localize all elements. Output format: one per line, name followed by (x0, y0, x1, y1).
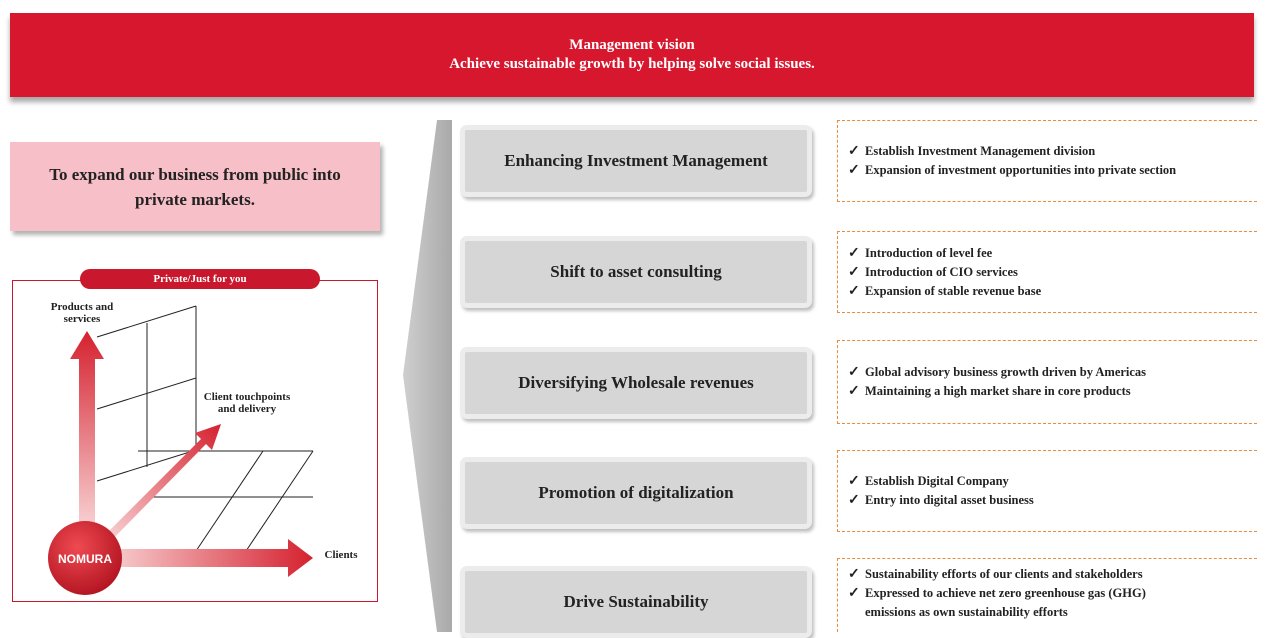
detail-wholesale: ✓Global advisory business growth driven … (837, 340, 1257, 424)
goal-box: To expand our business from public into … (10, 142, 380, 231)
check-icon: ✓ (848, 163, 860, 178)
list-item: ✓Sustainability efforts of our clients a… (848, 567, 1143, 582)
axis-label-products: Products and services (50, 301, 114, 325)
horizontal-axis-arrow (88, 539, 313, 577)
list-item: ✓Introduction of CIO services (848, 264, 1018, 280)
list-item: ✓Expansion of stable revenue base (848, 283, 1042, 299)
axis-label-touchpoints: Client touchpoints and delivery (203, 391, 291, 415)
pillar-digitalization: Promotion of digitalization (460, 457, 812, 529)
detail-asset-consulting: ✓Introduction of level fee ✓Introduction… (837, 231, 1257, 313)
list-item: ✓Entry into digital asset business (848, 493, 1034, 508)
pillar-investment-management: Enhancing Investment Management (460, 125, 812, 197)
axis-graphic: NOMURA (48, 305, 314, 595)
list-item: ✓Global advisory business growth driven … (848, 365, 1147, 380)
check-icon: ✓ (848, 567, 860, 582)
list-item: ✓Establish Digital Company (848, 474, 1009, 489)
list-item: ✓Establish Investment Management divisio… (848, 144, 1096, 159)
pillar-wholesale: Diversifying Wholesale revenues (460, 347, 812, 419)
check-icon: ✓ (848, 384, 860, 399)
vision-statement: Achieve sustainable growth by helping so… (449, 56, 815, 72)
goal-text: To expand our business from public into … (49, 164, 341, 209)
check-icon: ✓ (848, 365, 860, 380)
list-item: ✓Expansion of investment opportunities i… (848, 163, 1177, 178)
detail-investment-management: ✓Establish Investment Management divisio… (837, 120, 1257, 202)
diagram-title: Private/Just for you (80, 269, 320, 289)
detail-sustainability: ✓Sustainability efforts of our clients a… (837, 558, 1257, 632)
list-item-continuation: emissions as own sustainability efforts (865, 605, 1068, 619)
list-item: ✓Introduction of level fee (848, 245, 993, 261)
detail-digitalization: ✓Establish Digital Company ✓Entry into d… (837, 450, 1257, 532)
list-item: ✓Maintaining a high market share in core… (848, 384, 1131, 399)
pillar-asset-consulting: Shift to asset consulting (460, 236, 812, 308)
business-model-diagram: Private/Just for you (12, 269, 378, 602)
check-icon: ✓ (848, 245, 860, 261)
diagonal-axis-arrow (97, 424, 221, 549)
vision-banner: Management vision Achieve sustainable gr… (10, 13, 1254, 97)
nomura-logo (48, 521, 122, 595)
check-icon: ✓ (848, 493, 860, 508)
vision-title: Management vision (569, 37, 695, 53)
check-icon: ✓ (848, 586, 860, 601)
vertical-axis-arrow (70, 331, 104, 546)
logo-text: NOMURA (58, 552, 112, 566)
pillar-sustainability: Drive Sustainability (460, 566, 812, 638)
grid-lines (96, 305, 314, 552)
list-item: ✓Expressed to achieve net zero greenhous… (848, 586, 1146, 601)
check-icon: ✓ (848, 474, 860, 489)
check-icon: ✓ (848, 264, 860, 280)
check-icon: ✓ (848, 283, 860, 299)
check-icon: ✓ (848, 144, 860, 159)
axis-label-clients: Clients (324, 549, 358, 561)
